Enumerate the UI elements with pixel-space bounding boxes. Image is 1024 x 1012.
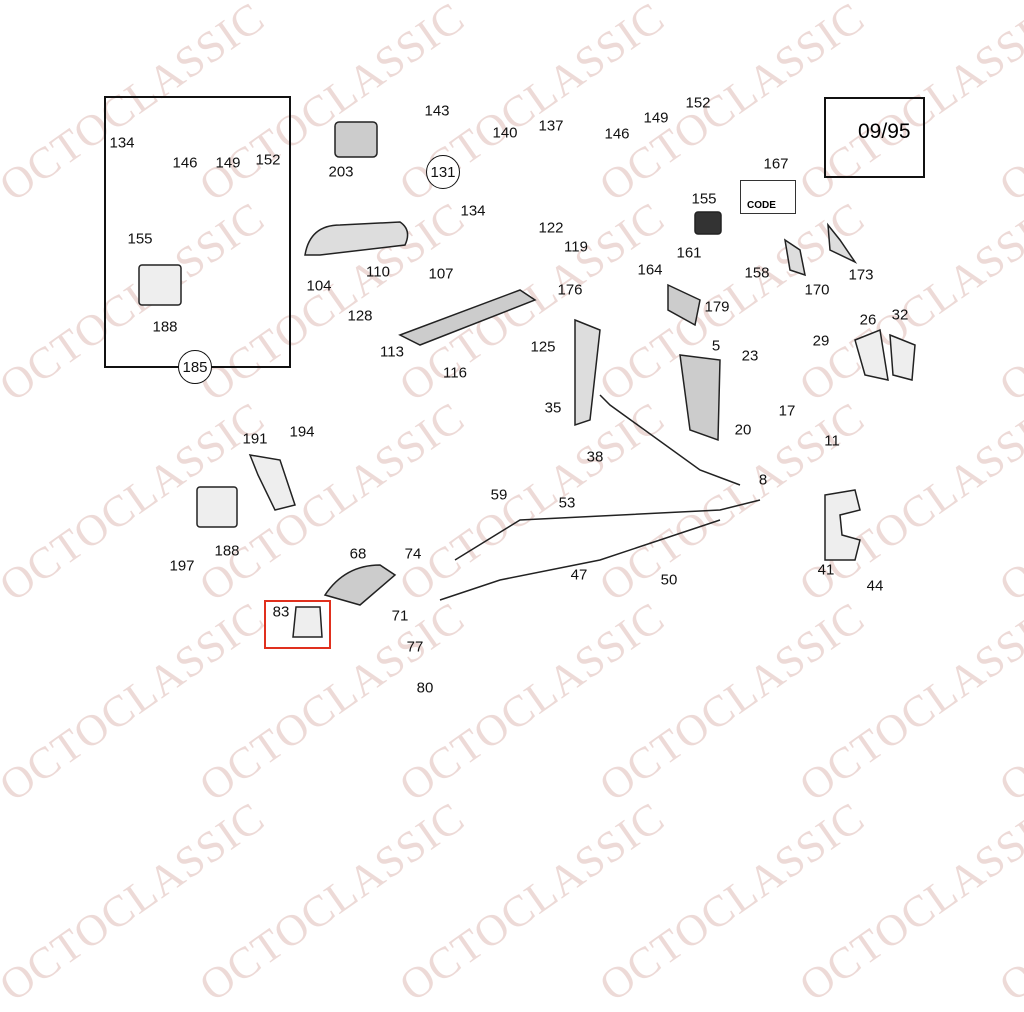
rod-35 <box>574 318 601 427</box>
part-label-17[interactable]: 17 <box>778 402 796 420</box>
part-label-122[interactable]: 122 <box>538 219 564 237</box>
part-label-116[interactable]: 116 <box>443 364 467 382</box>
part-label-5[interactable]: 5 <box>711 337 721 355</box>
part-label-146[interactable]: 146 <box>172 154 198 172</box>
part-label-35[interactable]: 35 <box>544 399 562 417</box>
part-label-143[interactable]: 143 <box>424 102 450 120</box>
watermark-text: OCTOCLASSIC <box>590 792 874 1011</box>
plate-179 <box>667 283 701 327</box>
part-label-32[interactable]: 32 <box>891 306 909 324</box>
part-label-53[interactable]: 53 <box>558 494 576 512</box>
part-label-149[interactable]: 149 <box>215 154 241 172</box>
watermark-text: OCTOCLASSIC <box>790 792 1024 1011</box>
handle-carrier-113 <box>398 289 537 346</box>
part-label-203[interactable]: 203 <box>328 163 354 181</box>
part-label-134[interactable]: 134 <box>460 202 486 220</box>
part-label-137[interactable]: 137 <box>538 117 564 135</box>
part-label-74[interactable]: 74 <box>404 545 422 563</box>
part-label-71[interactable]: 71 <box>391 607 409 625</box>
part-label-134[interactable]: 134 <box>109 134 135 152</box>
part-label-131[interactable]: 131 <box>426 155 460 189</box>
part-label-119[interactable]: 119 <box>564 238 588 256</box>
part-label-41[interactable]: 41 <box>817 561 835 579</box>
watermark-text: OCTOCLASSIC <box>390 792 674 1011</box>
rod-line <box>439 394 761 601</box>
part-label-197[interactable]: 197 <box>169 557 195 575</box>
part-label-155[interactable]: 155 <box>127 230 153 248</box>
part-label-107[interactable]: 107 <box>428 265 454 283</box>
watermark-text: OCTOCLASSIC <box>0 792 274 1011</box>
part-label-104[interactable]: 104 <box>306 277 332 295</box>
module-188 <box>138 264 238 528</box>
part-label-167[interactable]: 167 <box>763 155 789 173</box>
part-label-140[interactable]: 140 <box>492 124 518 142</box>
part-label-188[interactable]: 188 <box>152 318 178 336</box>
part-label-44[interactable]: 44 <box>866 577 884 595</box>
part-label-185[interactable]: 185 <box>178 350 212 384</box>
part-label-176[interactable]: 176 <box>557 281 583 299</box>
part-label-173[interactable]: 173 <box>848 266 874 284</box>
bracket-26 <box>854 328 916 381</box>
part-label-152[interactable]: 152 <box>685 94 711 112</box>
code-text: CODE <box>747 200 776 211</box>
part-label-50[interactable]: 50 <box>660 571 678 589</box>
part-label-188[interactable]: 188 <box>214 542 240 560</box>
part-label-161[interactable]: 161 <box>676 244 702 262</box>
part-label-155[interactable]: 155 <box>691 190 717 208</box>
handle-68 <box>323 564 397 606</box>
trim-83 <box>292 606 323 638</box>
part-label-149[interactable]: 149 <box>643 109 669 127</box>
part-label-8[interactable]: 8 <box>758 471 768 489</box>
part-label-23[interactable]: 23 <box>741 347 759 365</box>
part-label-113[interactable]: 113 <box>380 343 404 361</box>
watermark-text: OCTOCLASSIC <box>190 792 474 1011</box>
part-label-11[interactable]: 11 <box>824 432 840 450</box>
part-label-47[interactable]: 47 <box>570 566 588 584</box>
part-label-26[interactable]: 26 <box>859 311 877 329</box>
part-label-170[interactable]: 170 <box>804 281 830 299</box>
part-label-146[interactable]: 146 <box>604 125 630 143</box>
part-label-179[interactable]: 179 <box>704 298 730 316</box>
door-lock-5 <box>679 354 721 442</box>
part-label-110[interactable]: 110 <box>366 263 390 281</box>
lock-cylinder-203 <box>334 121 378 158</box>
highlight-box-83[interactable] <box>264 600 331 649</box>
part-label-125[interactable]: 125 <box>530 338 556 356</box>
watermark-text: OCTOCLASSIC <box>990 792 1024 1011</box>
part-label-80[interactable]: 80 <box>416 679 434 697</box>
date-box <box>824 97 925 178</box>
key-155 <box>694 211 722 235</box>
part-label-194[interactable]: 194 <box>289 423 315 441</box>
part-label-68[interactable]: 68 <box>349 545 367 563</box>
part-label-152[interactable]: 152 <box>255 151 281 169</box>
part-label-83[interactable]: 83 <box>272 603 290 621</box>
part-label-158[interactable]: 158 <box>744 264 770 282</box>
door-handle-104 <box>304 221 409 256</box>
part-label-59[interactable]: 59 <box>490 486 508 504</box>
part-label-29[interactable]: 29 <box>812 332 830 350</box>
code-plate-167: CODE <box>740 180 796 214</box>
part-label-128[interactable]: 128 <box>347 307 373 325</box>
part-label-164[interactable]: 164 <box>637 261 663 279</box>
striker-41 <box>824 489 861 561</box>
part-label-20[interactable]: 20 <box>734 421 752 439</box>
part-label-77[interactable]: 77 <box>406 638 424 656</box>
bracket-191 <box>248 454 296 511</box>
date-label: 09/95 <box>858 120 911 143</box>
parts-drawing <box>138 121 916 638</box>
part-label-191[interactable]: 191 <box>242 430 268 448</box>
levers-170-173 <box>783 222 858 277</box>
part-label-38[interactable]: 38 <box>586 448 604 466</box>
